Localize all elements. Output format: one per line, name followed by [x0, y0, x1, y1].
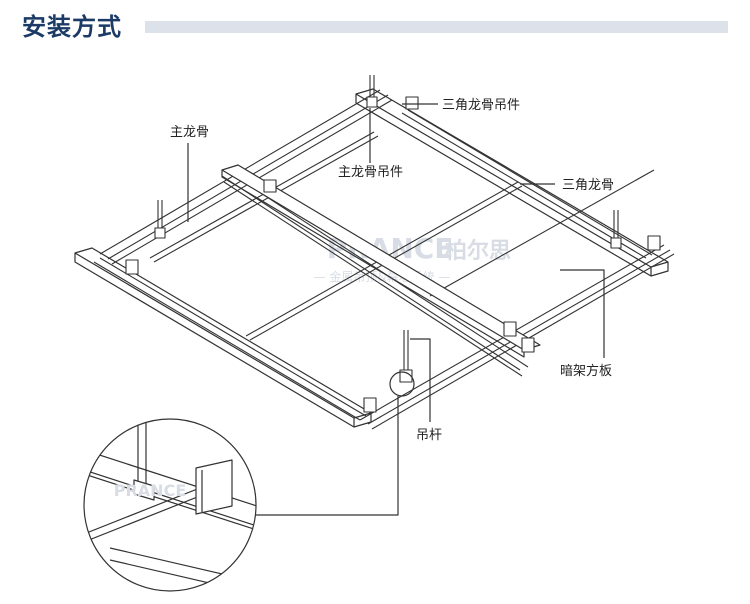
detail-watermark-brand: PRANCE — [114, 481, 187, 500]
label-concealed-panel: 暗架方板 — [560, 363, 612, 379]
detail-watermark: PRANCE — [114, 481, 187, 500]
label-main-keel-hanger: 主龙骨吊件 — [338, 165, 403, 180]
label-triangle-keel: 三角龙骨 — [562, 178, 614, 193]
keel-clips — [125, 96, 661, 413]
hanger-rods — [154, 75, 622, 383]
watermark-brand-cn: 柏尔思 — [445, 238, 511, 264]
detail-circle — [83, 418, 257, 592]
detail-zoom-content — [84, 419, 256, 591]
label-hanger-rod: 吊杆 — [416, 428, 442, 443]
cross-tee-2 — [149, 131, 379, 263]
hanger-rod-leader — [410, 338, 431, 422]
page-title: 安装方式 — [22, 13, 122, 41]
main-keel-mid — [221, 164, 541, 358]
triangle-keel-back — [401, 109, 653, 259]
triangle-keel-front — [93, 257, 367, 421]
label-main-keel: 主龙骨 — [170, 125, 209, 140]
detail-marker-circle — [389, 371, 415, 397]
cross-tee-3 — [429, 169, 655, 297]
title-decor-bar — [145, 21, 728, 33]
label-triangle-keel-hanger: 三角龙骨吊件 — [442, 98, 520, 113]
detail-leader-line — [232, 396, 399, 516]
concealed-panel-leader — [560, 269, 605, 358]
